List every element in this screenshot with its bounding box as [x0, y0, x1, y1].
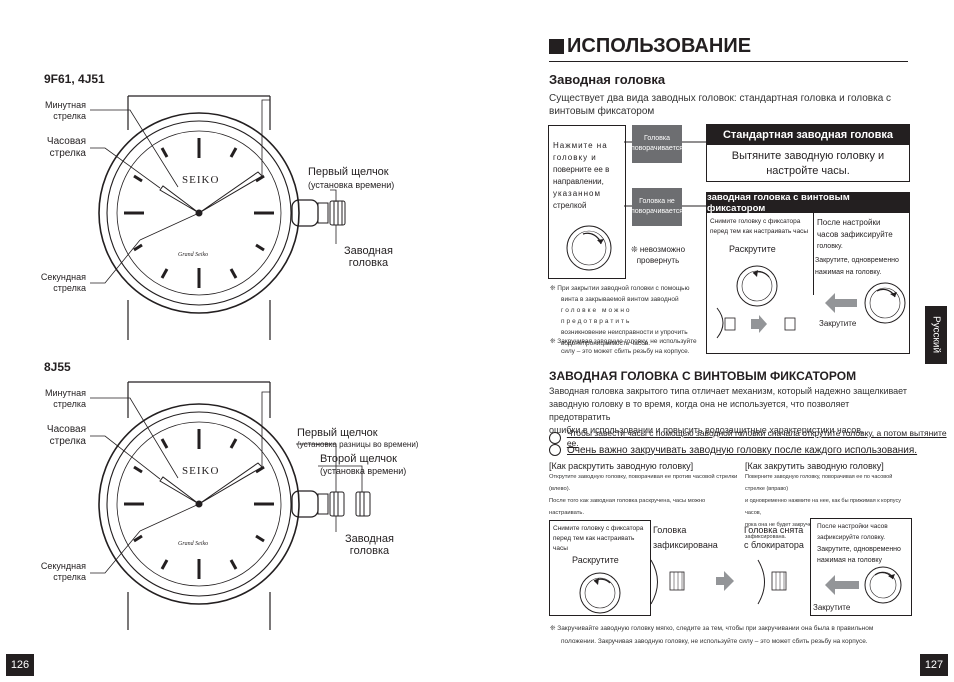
screw-label: Закрутите	[819, 319, 857, 328]
title-square-icon	[549, 39, 564, 54]
footer-note: ❊ Закручивайте заводную головку мягко, с…	[550, 625, 874, 645]
dial-brand-2: SEIKO	[182, 465, 220, 477]
screw-section-heading: ЗАВОДНАЯ ГОЛОВКА С ВИНТОВЫМ ФИКСАТОРОМ	[549, 369, 857, 383]
label-second-click-2: Второй щелчок(установка времени)	[320, 453, 407, 476]
screw-illustration	[716, 265, 906, 339]
label-first-click-2: Первый щелчок(установка разницы во време…	[297, 427, 419, 449]
page-number-left: 126	[6, 654, 34, 676]
screw-unscrew-label: Раскрутите	[729, 244, 776, 254]
note-2: ❊ Закручивая заводную головку, не исполь…	[550, 338, 697, 355]
unscrew-box-label: Раскрутите	[572, 555, 619, 565]
dial-gs-2: Grand Seiko	[178, 541, 209, 547]
language-side-tab: Русский	[925, 306, 947, 364]
bullet-2: Очень важно закручивать заводную головку…	[549, 444, 917, 456]
snowflake-icon: ❊	[630, 245, 640, 254]
watch-2-indices	[124, 429, 274, 579]
snowflake-icon: ❊	[550, 285, 558, 292]
page-title: ИСПОЛЬЗОВАНИЕ	[549, 35, 751, 58]
snowflake-icon: ❊	[550, 338, 558, 345]
screw-divider	[813, 213, 814, 295]
label-first-click-1: Первый щелчок(установка времени)	[308, 166, 395, 190]
screw-section-paragraph: Заводная головка закрытого типа отличает…	[549, 386, 908, 435]
screw-crown-box: заводная головка с винтовым фиксатором С…	[706, 192, 910, 354]
dial-brand-1: SEIKO	[182, 174, 220, 186]
title-rule	[549, 61, 908, 62]
watch-1	[98, 95, 346, 340]
crown-intro: Существует два вида заводных головок: ст…	[549, 93, 892, 117]
standard-crown-title: Стандартная заводная головка	[707, 125, 909, 145]
page-number-right: 127	[920, 654, 948, 676]
leader-lines	[90, 99, 363, 574]
watch-illustrations	[90, 95, 371, 630]
dial-gs-1: Grand Seiko	[178, 252, 209, 258]
screw-crown-icon	[825, 566, 902, 604]
model-label-1: 9F61, 4J51	[44, 72, 105, 86]
snowflake-icon: ❊	[550, 625, 558, 632]
bullet-1: Чтобы завести часы с помощью заводной го…	[549, 428, 954, 448]
screw-crown-title: заводная головка с винтовым фиксатором	[707, 192, 909, 214]
watch-1-hands	[139, 171, 263, 241]
model-label-2: 8J55	[44, 360, 71, 374]
circle-bullet-icon	[549, 432, 561, 444]
note-1: ❊ При закрытии заводной головки с помощь…	[550, 285, 690, 347]
how-unscrew: [Как раскрутить заводную головку] Открут…	[549, 461, 738, 516]
crown-heading: Заводная головка	[549, 72, 666, 87]
watch-2	[98, 381, 371, 630]
crown-rotate-icon	[566, 225, 612, 271]
circle-bullet-icon	[549, 444, 561, 456]
how-screw: [Как закрутить заводную головку] Поверни…	[745, 461, 901, 540]
watch-2-hands	[139, 462, 263, 532]
standard-crown-box: Стандартная заводная головка Вытяните за…	[706, 124, 910, 182]
watch-1-indices	[124, 138, 274, 288]
screw-box-bottom-label: Закрутите	[813, 603, 851, 612]
unscrew-crown-icon	[579, 572, 621, 614]
